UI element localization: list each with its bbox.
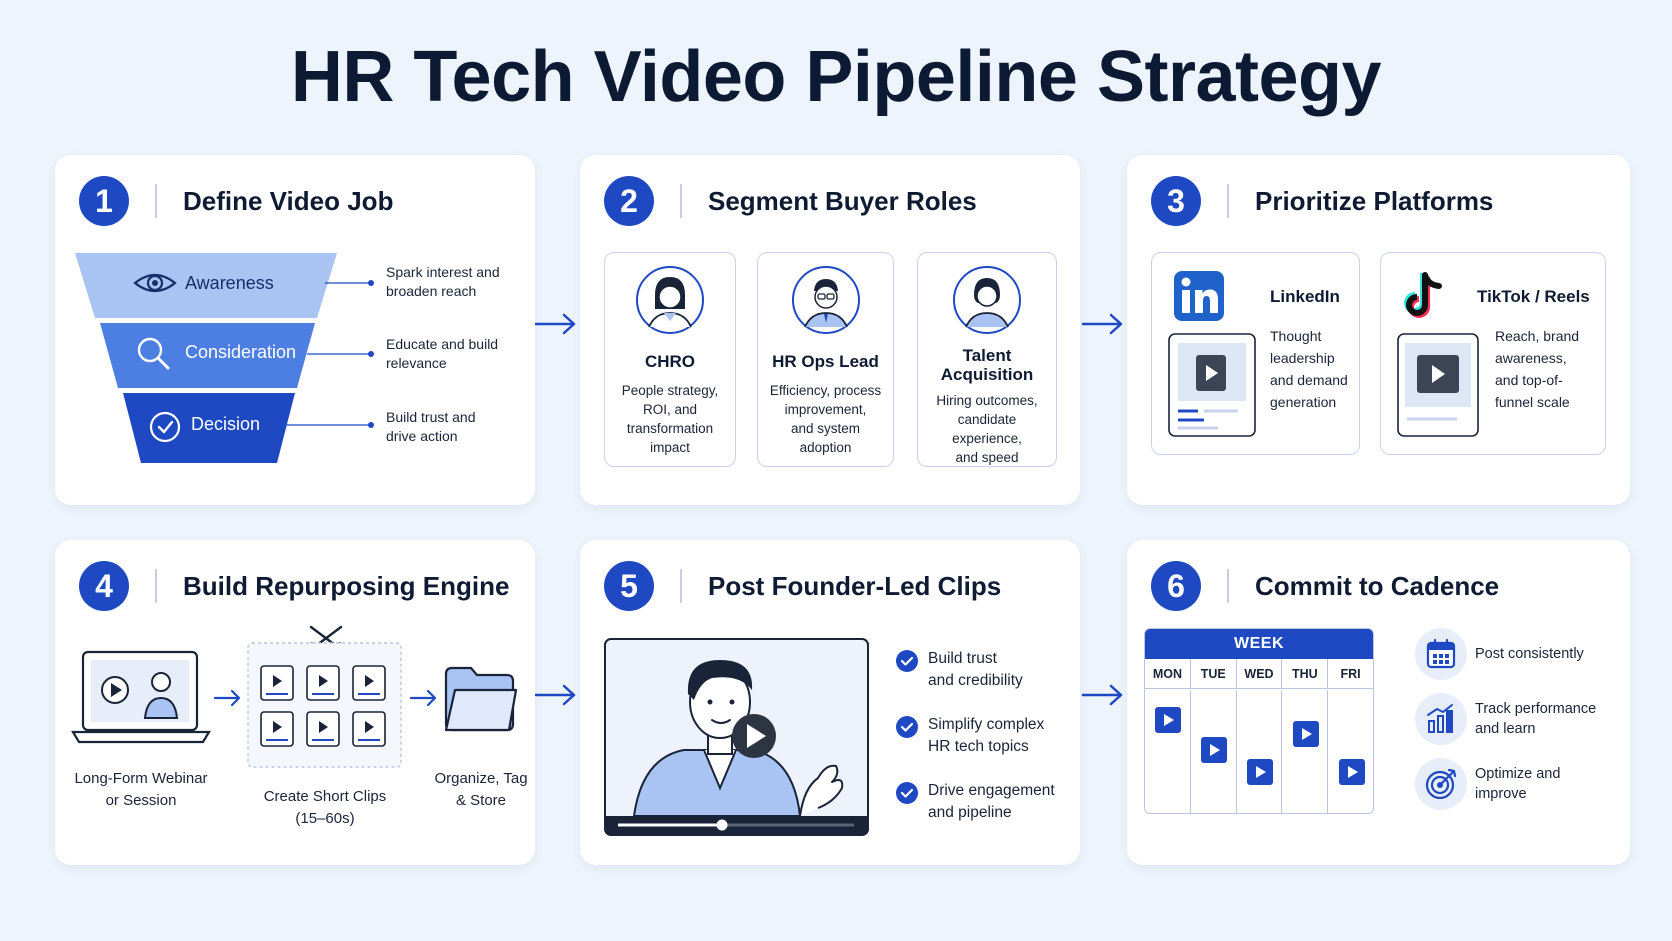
step-number-badge: 2 xyxy=(604,176,654,226)
step-card-commit-to-cadence: 6 Commit to Cadence WEEK MON TUE WED THU… xyxy=(1127,540,1630,865)
funnel-label-decision: Decision xyxy=(191,414,261,434)
day-label: THU xyxy=(1282,659,1329,688)
step-number-badge: 1 xyxy=(79,176,129,226)
step-header: 5 Post Founder-Led Clips xyxy=(604,560,1001,612)
play-icon xyxy=(1339,759,1365,785)
eye-icon xyxy=(133,273,177,293)
check-circle-icon xyxy=(149,411,181,443)
step-header: 3 Prioritize Platforms xyxy=(1151,175,1493,227)
short-clips-grid xyxy=(247,642,402,768)
day-label: MON xyxy=(1145,659,1191,688)
step-title: Post Founder-Led Clips xyxy=(708,570,1002,601)
platform-name: TikTok / Reels xyxy=(1477,287,1590,306)
arrow-right-icon xyxy=(1081,684,1123,706)
step-title: Segment Buyer Roles xyxy=(708,185,977,216)
calendar-icon xyxy=(1426,638,1456,669)
role-name: HR Ops Lead xyxy=(772,352,879,371)
calendar-days-row: MON TUE WED THU FRI xyxy=(1145,659,1373,689)
arrow-right-icon xyxy=(534,684,576,706)
step-header: 6 Commit to Cadence xyxy=(1151,560,1499,612)
calendar-header: WEEK xyxy=(1145,629,1373,659)
play-icon xyxy=(1201,737,1227,763)
page-title: HR Tech Video Pipeline Strategy xyxy=(290,37,1382,117)
check-circle-icon xyxy=(896,716,918,738)
play-icon xyxy=(1293,721,1319,747)
step-card-build-repurposing-engine: 4 Build Repurposing Engine Long-Form Web… xyxy=(55,540,535,865)
step-title: Build Repurposing Engine xyxy=(183,570,510,601)
tiktok-logo-icon xyxy=(1404,272,1442,318)
arrow-right-icon xyxy=(409,689,437,707)
step-card-segment-buyer-roles: 2 Segment Buyer Roles CHRO People strate… xyxy=(580,155,1080,505)
weekly-calendar: WEEK MON TUE WED THU FRI xyxy=(1144,628,1374,814)
check-circle-icon xyxy=(896,782,918,804)
cadence-action: Post consistently xyxy=(1415,628,1584,680)
step-number-badge: 3 xyxy=(1151,176,1201,226)
target-icon xyxy=(1425,768,1457,800)
step-header: 1 Define Video Job xyxy=(79,175,393,227)
laptop-icon xyxy=(71,650,211,744)
play-icon xyxy=(732,714,776,758)
arrow-right-icon xyxy=(1081,313,1123,335)
stage-caption: Organize, Tag& Store xyxy=(434,770,528,809)
funnel-diagram xyxy=(75,253,374,463)
step-number-badge: 6 xyxy=(1151,561,1201,611)
stage-caption: Create Short Clips(15–60s) xyxy=(263,788,387,827)
video-post-thumbnail xyxy=(1397,333,1479,437)
folder-icon xyxy=(444,666,518,732)
step-number-badge: 4 xyxy=(79,561,129,611)
step-title: Prioritize Platforms xyxy=(1255,185,1494,216)
platform-name: LinkedIn xyxy=(1270,287,1340,306)
founder-video-player[interactable] xyxy=(604,638,869,836)
person-avatar-icon xyxy=(953,266,1021,334)
funnel-label-consideration: Consideration xyxy=(185,342,297,362)
magnifier-icon xyxy=(137,337,170,370)
role-name: CHRO xyxy=(644,352,696,371)
step-number-badge: 5 xyxy=(604,561,654,611)
day-label: FRI xyxy=(1340,667,1361,681)
step-card-define-video-job: 1 Define Video Job Awareness Considerati… xyxy=(55,155,535,505)
step-header: 2 Segment Buyer Roles xyxy=(604,175,977,227)
bar-chart-icon xyxy=(1427,704,1453,733)
step-title: Commit to Cadence xyxy=(1255,570,1500,601)
play-icon xyxy=(1155,707,1181,733)
day-label: TUE xyxy=(1191,659,1237,688)
check-circle-icon xyxy=(896,650,918,672)
day-label: WED xyxy=(1237,659,1283,688)
step-title: Define Video Job xyxy=(183,185,394,216)
video-post-thumbnail xyxy=(1168,333,1256,437)
person-avatar-icon xyxy=(636,266,704,334)
arrow-right-icon xyxy=(534,313,576,335)
arrow-right-icon xyxy=(213,689,241,707)
play-icon xyxy=(1247,759,1273,785)
linkedin-logo-icon xyxy=(1174,271,1224,321)
funnel-label-awareness: Awareness xyxy=(185,273,274,293)
person-avatar-icon xyxy=(791,266,860,334)
step-header: 4 Build Repurposing Engine xyxy=(79,560,509,612)
